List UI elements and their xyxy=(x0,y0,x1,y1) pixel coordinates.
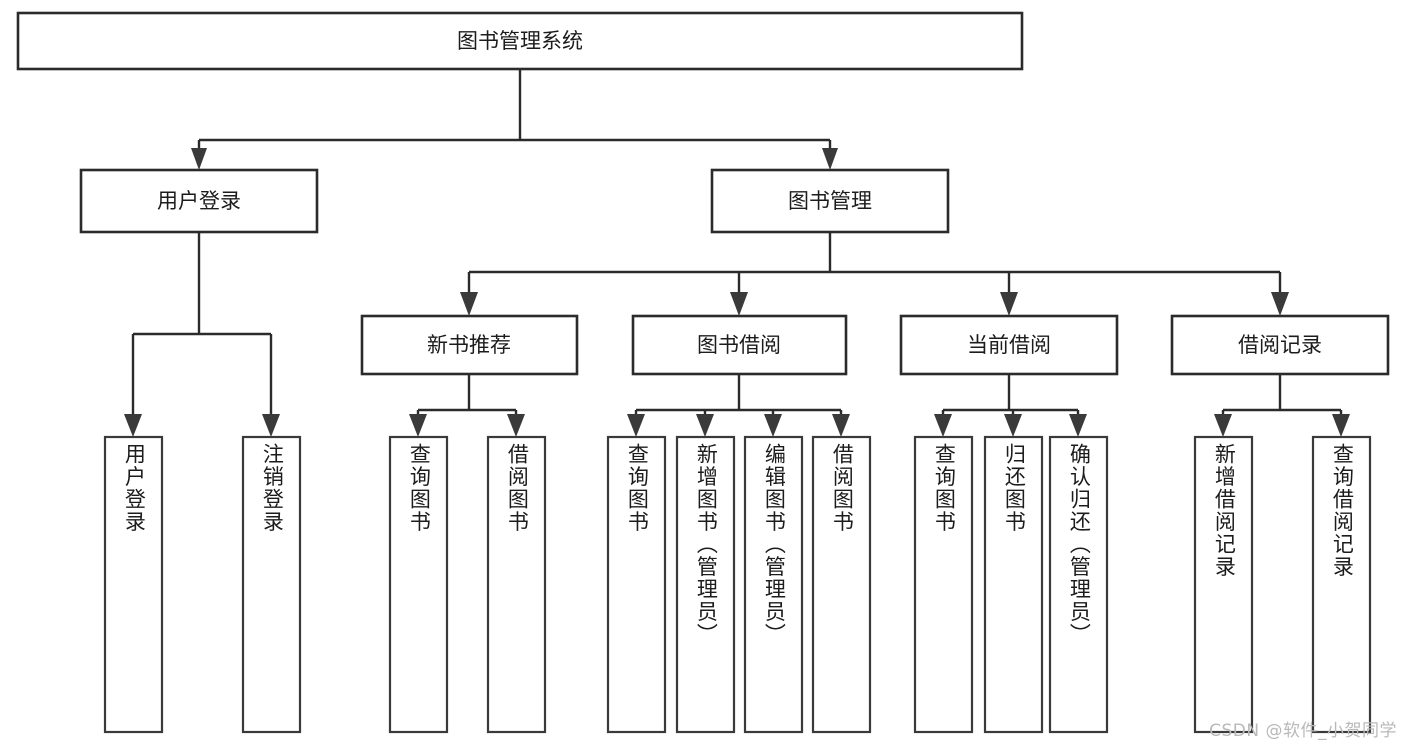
leaf-node-rect[interactable] xyxy=(1193,435,1254,734)
arrow-down-icon xyxy=(1271,292,1289,316)
connector-book-management-to-level3 xyxy=(460,232,1289,316)
leaf-node-rect[interactable] xyxy=(675,435,736,734)
arrow-down-icon xyxy=(696,414,714,437)
leaf-node-rect[interactable] xyxy=(241,435,302,734)
node-new-book-recommend-rect[interactable] xyxy=(360,314,579,376)
connector-book-borrow-to-leaves xyxy=(627,374,850,437)
arrow-down-icon xyxy=(934,414,952,437)
connector-root-to-level2 xyxy=(191,69,838,170)
node-current-borrow-rect[interactable] xyxy=(899,314,1119,376)
arrow-down-icon xyxy=(730,292,748,316)
node-current-borrow[interactable]: 当前借阅 xyxy=(899,314,1119,376)
leaf-box-group xyxy=(103,435,1372,734)
node-book-management-label: 图书管理 xyxy=(788,189,872,213)
arrow-down-icon xyxy=(191,148,207,170)
node-book-borrow[interactable]: 图书借阅 xyxy=(631,314,848,376)
arrow-down-icon xyxy=(1004,414,1022,437)
leaf-node-rect[interactable] xyxy=(913,435,974,734)
node-root[interactable]: 图书管理系统 xyxy=(16,11,1024,71)
connector-current-borrow-to-leaves xyxy=(934,374,1087,437)
leaf-node-rect[interactable] xyxy=(1311,435,1372,734)
arrow-down-icon xyxy=(409,414,427,437)
leaf-node-rect[interactable] xyxy=(1048,435,1109,734)
arrow-down-icon xyxy=(832,414,850,437)
node-borrow-record-label: 借阅记录 xyxy=(1238,333,1322,357)
leaf-node-rect[interactable] xyxy=(743,435,804,734)
arrow-down-icon xyxy=(627,414,645,437)
leaf-node-rect[interactable] xyxy=(486,435,547,734)
watermark-text: CSDN @软件_小贺同学 xyxy=(1209,721,1397,741)
connector-new-book-recommend-to-leaves xyxy=(409,374,525,437)
node-borrow-record[interactable]: 借阅记录 xyxy=(1170,314,1390,376)
arrow-down-icon xyxy=(1332,414,1350,437)
leaf-node-rect[interactable] xyxy=(606,435,667,734)
connector-user-login-to-leaves xyxy=(124,232,280,437)
leaf-node-rect[interactable] xyxy=(103,435,164,734)
node-user-login-rect[interactable] xyxy=(79,168,319,234)
node-book-borrow-label: 图书借阅 xyxy=(697,333,781,357)
leaf-node-rect[interactable] xyxy=(811,435,872,734)
arrow-down-icon xyxy=(460,292,478,316)
arrow-down-icon xyxy=(764,414,782,437)
leaf-node-rect[interactable] xyxy=(983,435,1044,734)
arrow-down-icon xyxy=(262,414,280,437)
node-book-management[interactable]: 图书管理 xyxy=(710,168,950,234)
arrow-down-icon xyxy=(1214,414,1232,437)
node-current-borrow-label: 当前借阅 xyxy=(967,333,1051,357)
leaf-node-rect[interactable] xyxy=(388,435,449,734)
node-root-label: 图书管理系统 xyxy=(457,29,583,53)
node-new-book-recommend[interactable]: 新书推荐 xyxy=(360,314,579,376)
node-user-login-label: 用户登录 xyxy=(157,189,241,213)
node-root-rect[interactable] xyxy=(16,11,1024,71)
node-user-login[interactable]: 用户登录 xyxy=(79,168,319,234)
node-new-book-recommend-label: 新书推荐 xyxy=(427,333,511,357)
arrow-down-icon xyxy=(507,414,525,437)
arrow-down-icon xyxy=(124,414,142,437)
arrow-down-icon xyxy=(1000,292,1018,316)
arrow-down-icon xyxy=(822,148,838,170)
arrow-down-icon xyxy=(1069,414,1087,437)
connector-borrow-record-to-leaves xyxy=(1214,374,1350,437)
